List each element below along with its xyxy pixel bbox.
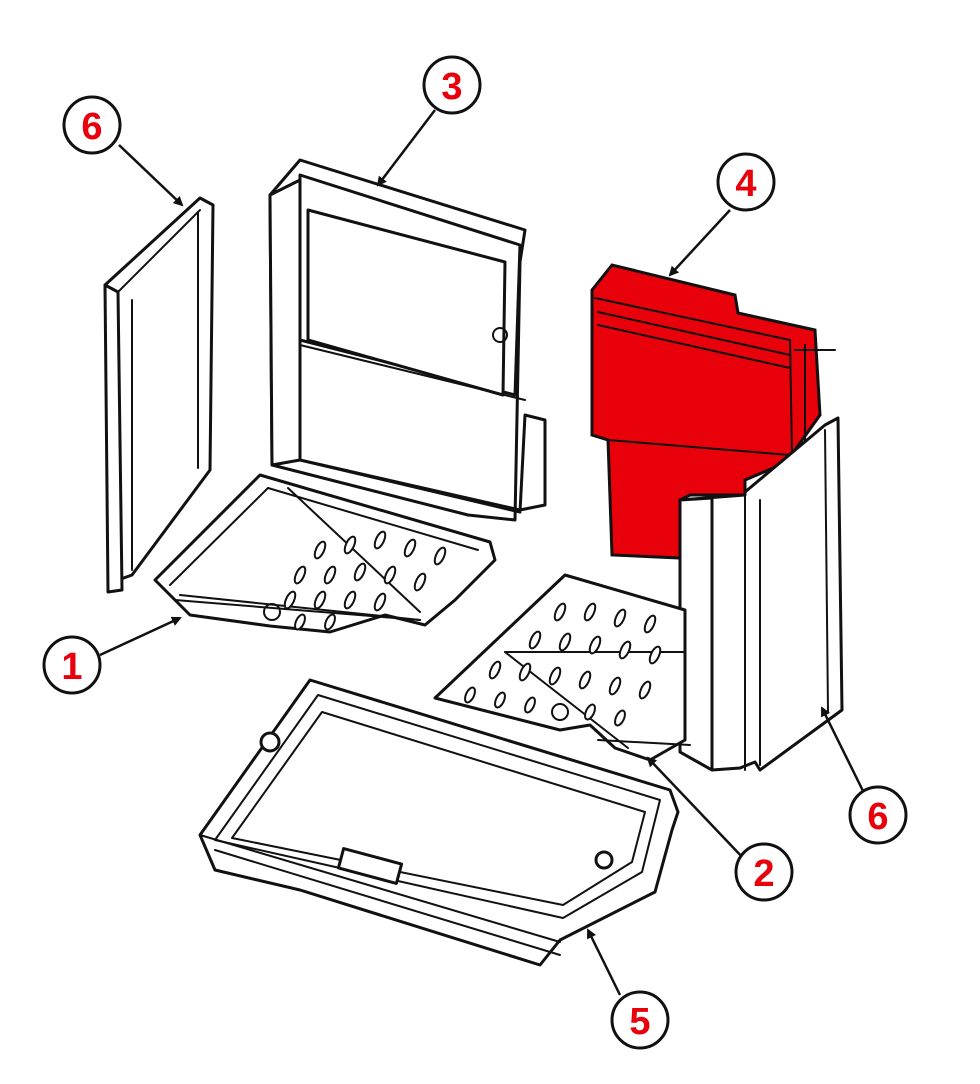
grate-left-slots — [283, 530, 447, 631]
callout-badge-grate-right: 2 — [734, 842, 794, 902]
back-panel-highlighted-part — [590, 263, 836, 560]
callout-badge-ash-pan: 5 — [610, 990, 670, 1050]
callout-badge-back-panel-highlighted: 4 — [716, 152, 776, 212]
callout-label: 4 — [735, 163, 756, 205]
callout-label: 1 — [61, 646, 82, 688]
red-panel-body — [590, 263, 822, 560]
callout-badge-side-panel-right: 6 — [848, 785, 908, 845]
side-panel-right-part — [678, 416, 844, 772]
callout-badge-side-panel-left: 6 — [62, 95, 122, 155]
grate-left-part — [153, 473, 497, 634]
callout-badge-grate-left: 1 — [42, 635, 102, 695]
callout-label: 6 — [867, 796, 888, 838]
callout-label: 5 — [629, 1001, 650, 1043]
callout-badge-back-panel: 3 — [422, 55, 482, 115]
leader-lines — [99, 109, 867, 996]
callout-label: 3 — [441, 66, 462, 108]
callout-label: 6 — [81, 106, 102, 148]
callout-label: 2 — [753, 853, 774, 895]
grate-right-slots — [464, 602, 662, 727]
side-panel-left-part — [103, 196, 215, 594]
grate-right-part — [433, 573, 691, 762]
ash-pan-part — [198, 678, 680, 967]
back-panel-part — [268, 158, 547, 522]
